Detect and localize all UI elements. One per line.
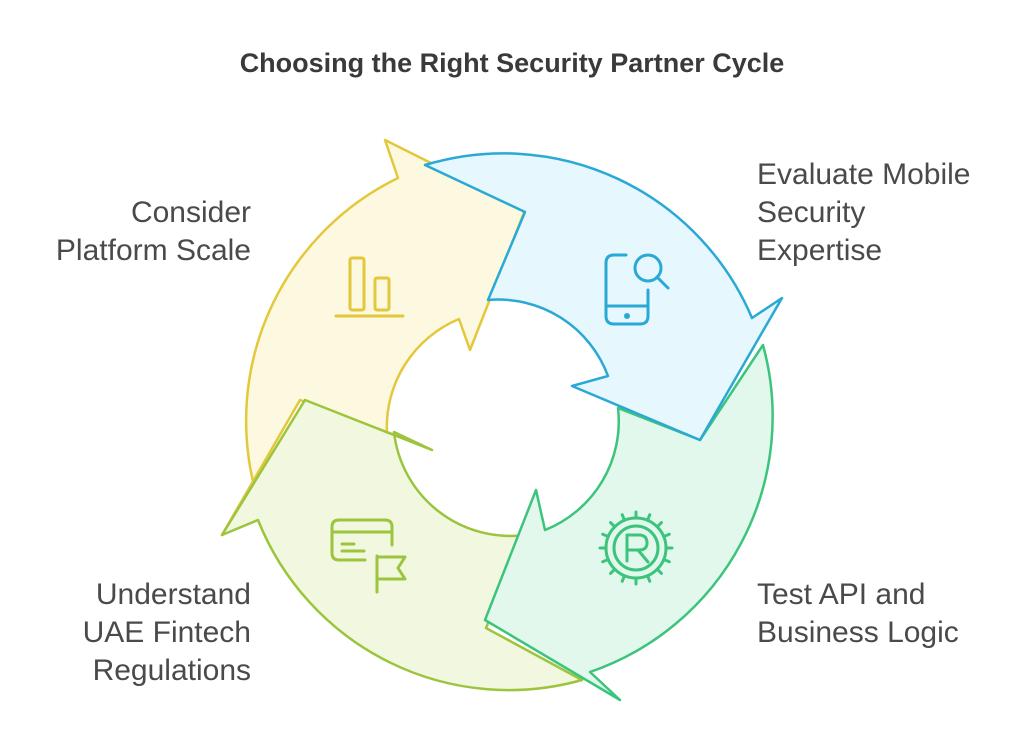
- bar-chart-icon: [334, 256, 405, 318]
- cycle-arrow-test-api: [483, 343, 774, 702]
- phone-search-icon: [604, 253, 670, 326]
- gear-tooth: [645, 513, 652, 522]
- gear-tooth: [609, 521, 617, 529]
- gear-tooth: [601, 532, 610, 539]
- gear-tooth: [655, 521, 663, 529]
- card-flag-icon: [330, 518, 407, 594]
- step-label-understand-regulations: Understand UAE Fintech Regulations: [82, 578, 251, 687]
- cycle-arrow-understand-regulations: [220, 398, 584, 692]
- diagram-title: Choosing the Right Security Partner Cycl…: [239, 48, 785, 78]
- rust-gear-icon: [598, 510, 674, 586]
- gear-tooth: [662, 532, 671, 539]
- gear-tooth: [601, 557, 610, 564]
- gear-tooth: [655, 567, 663, 575]
- step-label-test-api: Test API and Business Logic: [757, 578, 959, 649]
- step-label-evaluate-mobile: Evaluate Mobile Security Expertise: [757, 158, 971, 267]
- gear-tooth: [620, 513, 627, 522]
- gear-tooth: [645, 574, 652, 583]
- step-label-consider-platform-scale: Consider Platform Scale: [55, 196, 251, 267]
- gear-tooth: [662, 557, 671, 564]
- gear-tooth: [620, 574, 627, 583]
- cycle-arrow-consider-platform-scale: [220, 138, 527, 537]
- gear-tooth: [609, 567, 617, 575]
- cycle-arrow-evaluate-mobile: [423, 152, 784, 442]
